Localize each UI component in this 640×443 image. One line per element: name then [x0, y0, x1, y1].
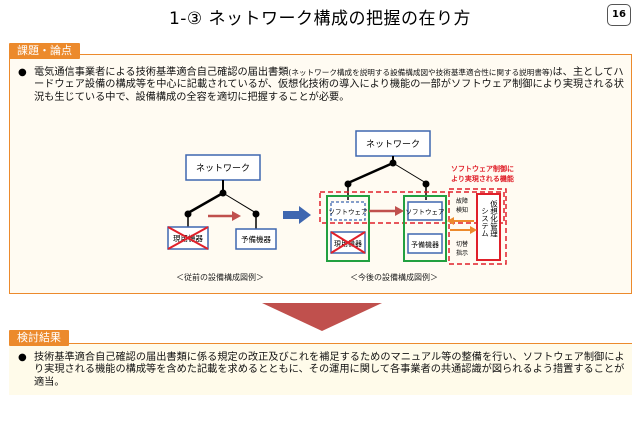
network-box-left — [185, 154, 261, 181]
bullet-icon: ● — [18, 67, 27, 78]
issues-text-rest: は、主としてハードウェア設備の構成等を中心に記載されているが、仮想化技術の導入に… — [34, 67, 624, 103]
issues-text: 電気通信事業者による技術基準適合自己確認の届出書類(ネットワーク構成を説明する設… — [34, 67, 626, 104]
standby-device-right — [407, 233, 443, 254]
virtualization-manager-box — [476, 193, 501, 261]
caption-right: ＜今後の設備構成図例＞ — [350, 273, 438, 282]
fault-detect-1: 故障 — [456, 197, 468, 205]
page-number: 16 — [607, 4, 631, 26]
green-group-right — [403, 195, 447, 262]
caption-left: ＜従前の設備構成図例＞ — [176, 273, 264, 282]
conclusion-panel — [9, 343, 632, 395]
software-region-outline — [319, 191, 505, 224]
standby-label-right: 予備機器 — [411, 240, 439, 249]
software-label-left: ソフトウェア — [329, 208, 369, 216]
down-arrow-icon — [262, 303, 382, 331]
transition-arrow-icon — [283, 206, 311, 224]
network-label-left: ネットワーク — [196, 163, 250, 174]
issues-text-note: (ネットワーク構成を説明する設備構成図や技術基準適合性に関する説明書等) — [288, 68, 553, 77]
standby-device-left — [235, 228, 277, 250]
page-title: 1-③ ネットワーク構成の把握の在り方 — [168, 9, 472, 29]
conclusion-text: 技術基準適合自己確認の届出書類に係る規定の改正及びこれを補足するためのマニュアル… — [34, 352, 625, 388]
issues-panel — [9, 54, 632, 294]
fault-detect-2: 検知 — [456, 206, 468, 214]
software-box-right — [407, 201, 443, 221]
manager-label-col1: システム — [481, 207, 490, 237]
standby-label-left: 予備機器 — [241, 234, 271, 244]
conclusion-tab: 検討結果 — [9, 330, 69, 346]
network-label-right: ネットワーク — [366, 139, 420, 150]
green-group-left — [326, 195, 370, 262]
note-line-1: ソフトウェア制御に — [451, 164, 514, 173]
switch-instruct-1: 切替 — [456, 240, 468, 248]
issues-tab: 課題・論点 — [9, 43, 80, 59]
software-label-right: ソフトウェア — [406, 208, 446, 216]
issues-text-main: 電気通信事業者による技術基準適合自己確認の届出書類 — [34, 67, 289, 78]
switch-instruct-2: 指示 — [456, 249, 468, 257]
management-region-outline — [448, 188, 507, 265]
note-line-2: より実現される機能 — [451, 174, 514, 183]
manager-label-col2: 仮想化管理 — [489, 199, 498, 238]
bullet-icon-2: ● — [18, 352, 27, 363]
software-box-left — [330, 201, 366, 221]
